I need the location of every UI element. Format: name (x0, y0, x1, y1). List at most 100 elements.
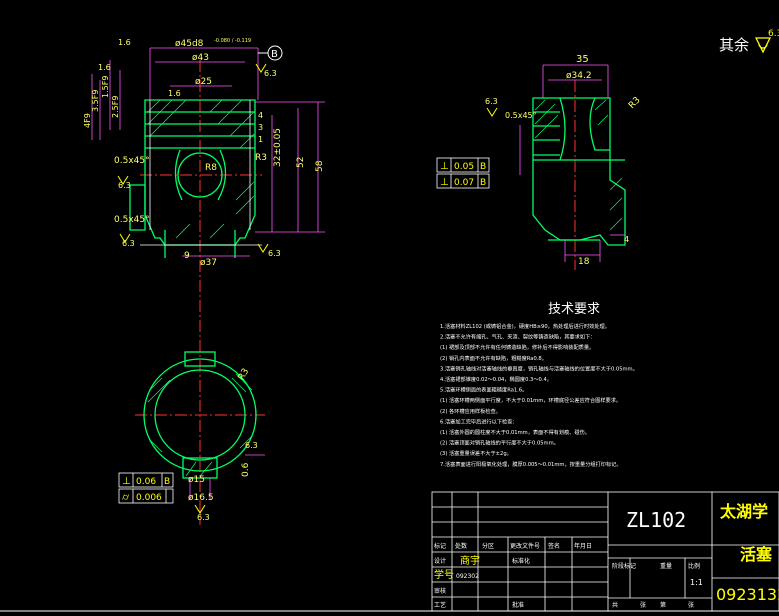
technical-requirements: 技术要求 1.活塞材料ZL102 (或铸铝合金)，硬度HB≥90，热处理后进行时… (440, 302, 638, 468)
datum-b-label: B (271, 49, 278, 60)
corner-roughness-note: 其余 6.3 (719, 29, 779, 54)
tech-req-line: 4.活塞裙部锥度0.02～0.04，椭圆度0.3～0.4。 (440, 375, 552, 383)
roughness-symbol-icon (194, 504, 206, 514)
section-tolerance-frames: ⊥ 0.06 B ⌭ 0.006 (118, 472, 174, 504)
tol-2-ref: B (480, 178, 486, 188)
tol-1-ref: B (480, 162, 486, 172)
tech-req-line: (2) 各环槽应用样板检查。 (440, 407, 501, 415)
dim-32: 32±0.05 (273, 128, 283, 167)
tol-3-value: 0.06 (136, 477, 156, 487)
tech-req-lines: 1.活塞材料ZL102 (或铸铝合金)，硬度HB≥90，热处理后进行时效处理。2… (440, 322, 638, 468)
dim-chamfer-2: 0.5x45° (114, 215, 150, 225)
roughness-sec-2: 6.3 (197, 513, 210, 522)
dim-r3-side: R3 (627, 95, 643, 111)
title-block-row-labels: 标记 处数 分区 更改文件号签名 年月日 (434, 542, 592, 550)
tb-right-label: 比例 (688, 562, 700, 570)
roughness-6: 6.3 (264, 69, 277, 78)
tol-1-symbol: ⊥ (440, 161, 449, 172)
dim-groove-3: 4F9 (83, 113, 92, 128)
dim-52: 52 (296, 157, 306, 168)
dim-35: 35 (576, 54, 589, 65)
tb-bottom-label: 张 (688, 601, 694, 609)
tol-4-value: 0.006 (136, 493, 162, 503)
title-block-text: ZL102 太湖学 活塞 0923132 1:1 学号 092302 商宇 标记… (434, 502, 779, 609)
dim-3: 3 (258, 123, 263, 132)
part-name: 活塞 (740, 545, 773, 564)
main-view-dimensions: ø45d8 -0.080 / -0.119 ø43 ø25 ø37 9 R3 R… (83, 38, 325, 268)
tb-row-label: 年月日 (574, 542, 592, 550)
roughness-2: 1.6 (98, 63, 111, 72)
dim-groove-4: 3.5F9 (91, 90, 100, 112)
tb-row-label: 标记 (434, 542, 446, 550)
tb-left-label: 审核 (434, 587, 446, 595)
roughness-sec-1: 6.3 (245, 441, 258, 450)
dim-d45d8-tol: -0.080 / -0.119 (214, 38, 251, 44)
tech-req-line: (1) 活塞环槽两侧面平行度，不大于0.01mm，环槽底径公差应符合图样要求。 (440, 396, 621, 404)
scale-value: 1:1 (690, 578, 703, 587)
dim-r8: R8 (205, 163, 217, 173)
title-block (431, 491, 779, 612)
side-view: 35 ø34.2 R3 18 4 0.5x45° 6.3 ⊥ 0.05 B ⊥ … (436, 54, 643, 270)
tech-req-line: 6.活塞加工完毕后进行以下检查： (440, 417, 518, 425)
tol-4-symbol: ⌭ (122, 492, 130, 503)
roughness-7: 6.3 (268, 249, 281, 258)
tol-3-ref: B (164, 477, 170, 487)
roughness-symbol-icon (754, 37, 772, 54)
dim-d15: ø15 (188, 475, 205, 485)
tech-req-line: (2) 活塞顶面对销孔轴线的平行度不大于0.05mm。 (440, 439, 559, 447)
roughness-1: 1.6 (118, 38, 131, 47)
school-name: 太湖学 (719, 502, 768, 521)
tol-2-symbol: ⊥ (440, 177, 449, 188)
tol-2-value: 0.07 (454, 178, 474, 188)
side-tolerance-frames: ⊥ 0.05 B ⊥ 0.07 B (436, 157, 490, 189)
dim-section-r: R3 (237, 367, 252, 382)
roughness-symbol-icon (486, 107, 498, 117)
tech-req-line: (1) 活塞外圆的圆柱度不大于0.01mm，表面不得有划痕、碰伤。 (440, 428, 590, 436)
dim-d43: ø43 (192, 53, 209, 63)
dim-4-side: 4 (624, 235, 629, 244)
material-label: ZL102 (626, 508, 686, 532)
tb-bottom-label: 共 (612, 601, 618, 609)
tech-req-line: 1.活塞材料ZL102 (或铸铝合金)，硬度HB≥90，热处理后进行时效处理。 (440, 322, 610, 330)
title-block-right-labels: 阶段标记重量比例 (612, 562, 700, 570)
main-view: ø45d8 -0.080 / -0.119 ø43 ø25 ø37 9 R3 R… (83, 38, 325, 525)
tb-row-label: 签名 (548, 542, 560, 550)
tb-bottom-label: 第 (660, 601, 666, 609)
corner-note-text: 其余 (719, 36, 749, 54)
dim-chamfer-side: 0.5x45° (505, 111, 537, 120)
dim-d45d8: ø45d8 (175, 39, 204, 49)
section-view: ø15 ø16.5 R3 0.6 6.3 6.3 ⊥ 0.06 B ⌭ 0.00… (118, 351, 265, 522)
tb-row-label: 更改文件号 (510, 542, 540, 550)
dim-r3: R3 (255, 153, 267, 163)
tb-right-label: 重量 (660, 562, 672, 570)
tech-req-line: 5.活塞环槽侧面的表面粗糙度Ra1.6。 (440, 386, 527, 394)
tech-req-line: 7.活塞表面进行阳极氧化处理，膜厚0.005～0.01mm，按重量分组打印标记。 (440, 460, 622, 468)
tb-bottom-label: 张 (640, 601, 646, 609)
tb-left-label: 工艺 (434, 601, 446, 609)
roughness-side: 6.3 (485, 97, 498, 106)
tol-3-symbol: ⊥ (122, 476, 131, 487)
tech-req-title: 技术要求 (548, 302, 600, 317)
dim-d34-2: ø34.2 (566, 71, 592, 81)
tech-req-line: 3.活塞销孔轴线对活塞轴线的垂直度，销孔轴线与活塞轴线的位置度不大于0.05mm… (440, 364, 638, 372)
dim-58: 58 (315, 160, 325, 172)
dim-d25: ø25 (195, 77, 212, 87)
drawing-number: 0923132 (716, 585, 779, 604)
designer-name: 商宇 (460, 554, 480, 567)
tech-req-line: (1) 裙部及顶部不允许有任何铸造缺陷，修补后不得影响装配质量。 (440, 343, 594, 351)
datum-b-marker: B (258, 45, 283, 61)
tol-1-value: 0.05 (454, 162, 474, 172)
dim-4: 4 (258, 111, 263, 120)
tb-row-label: 处数 (455, 542, 467, 550)
tech-req-line: (2) 销孔内表面不允许有缺陷，粗糙度Ra0.8。 (440, 354, 547, 362)
std-label: 标准化 (512, 557, 530, 565)
student-label: 学号 (434, 568, 454, 581)
tech-req-line: (3) 活塞重量误差不大于±2g。 (440, 449, 512, 457)
student-number: 092302 (456, 573, 479, 580)
dim-1: 1 (258, 135, 263, 144)
tb-row-label: 分区 (482, 542, 494, 550)
dim-d37: ø37 (200, 258, 217, 268)
